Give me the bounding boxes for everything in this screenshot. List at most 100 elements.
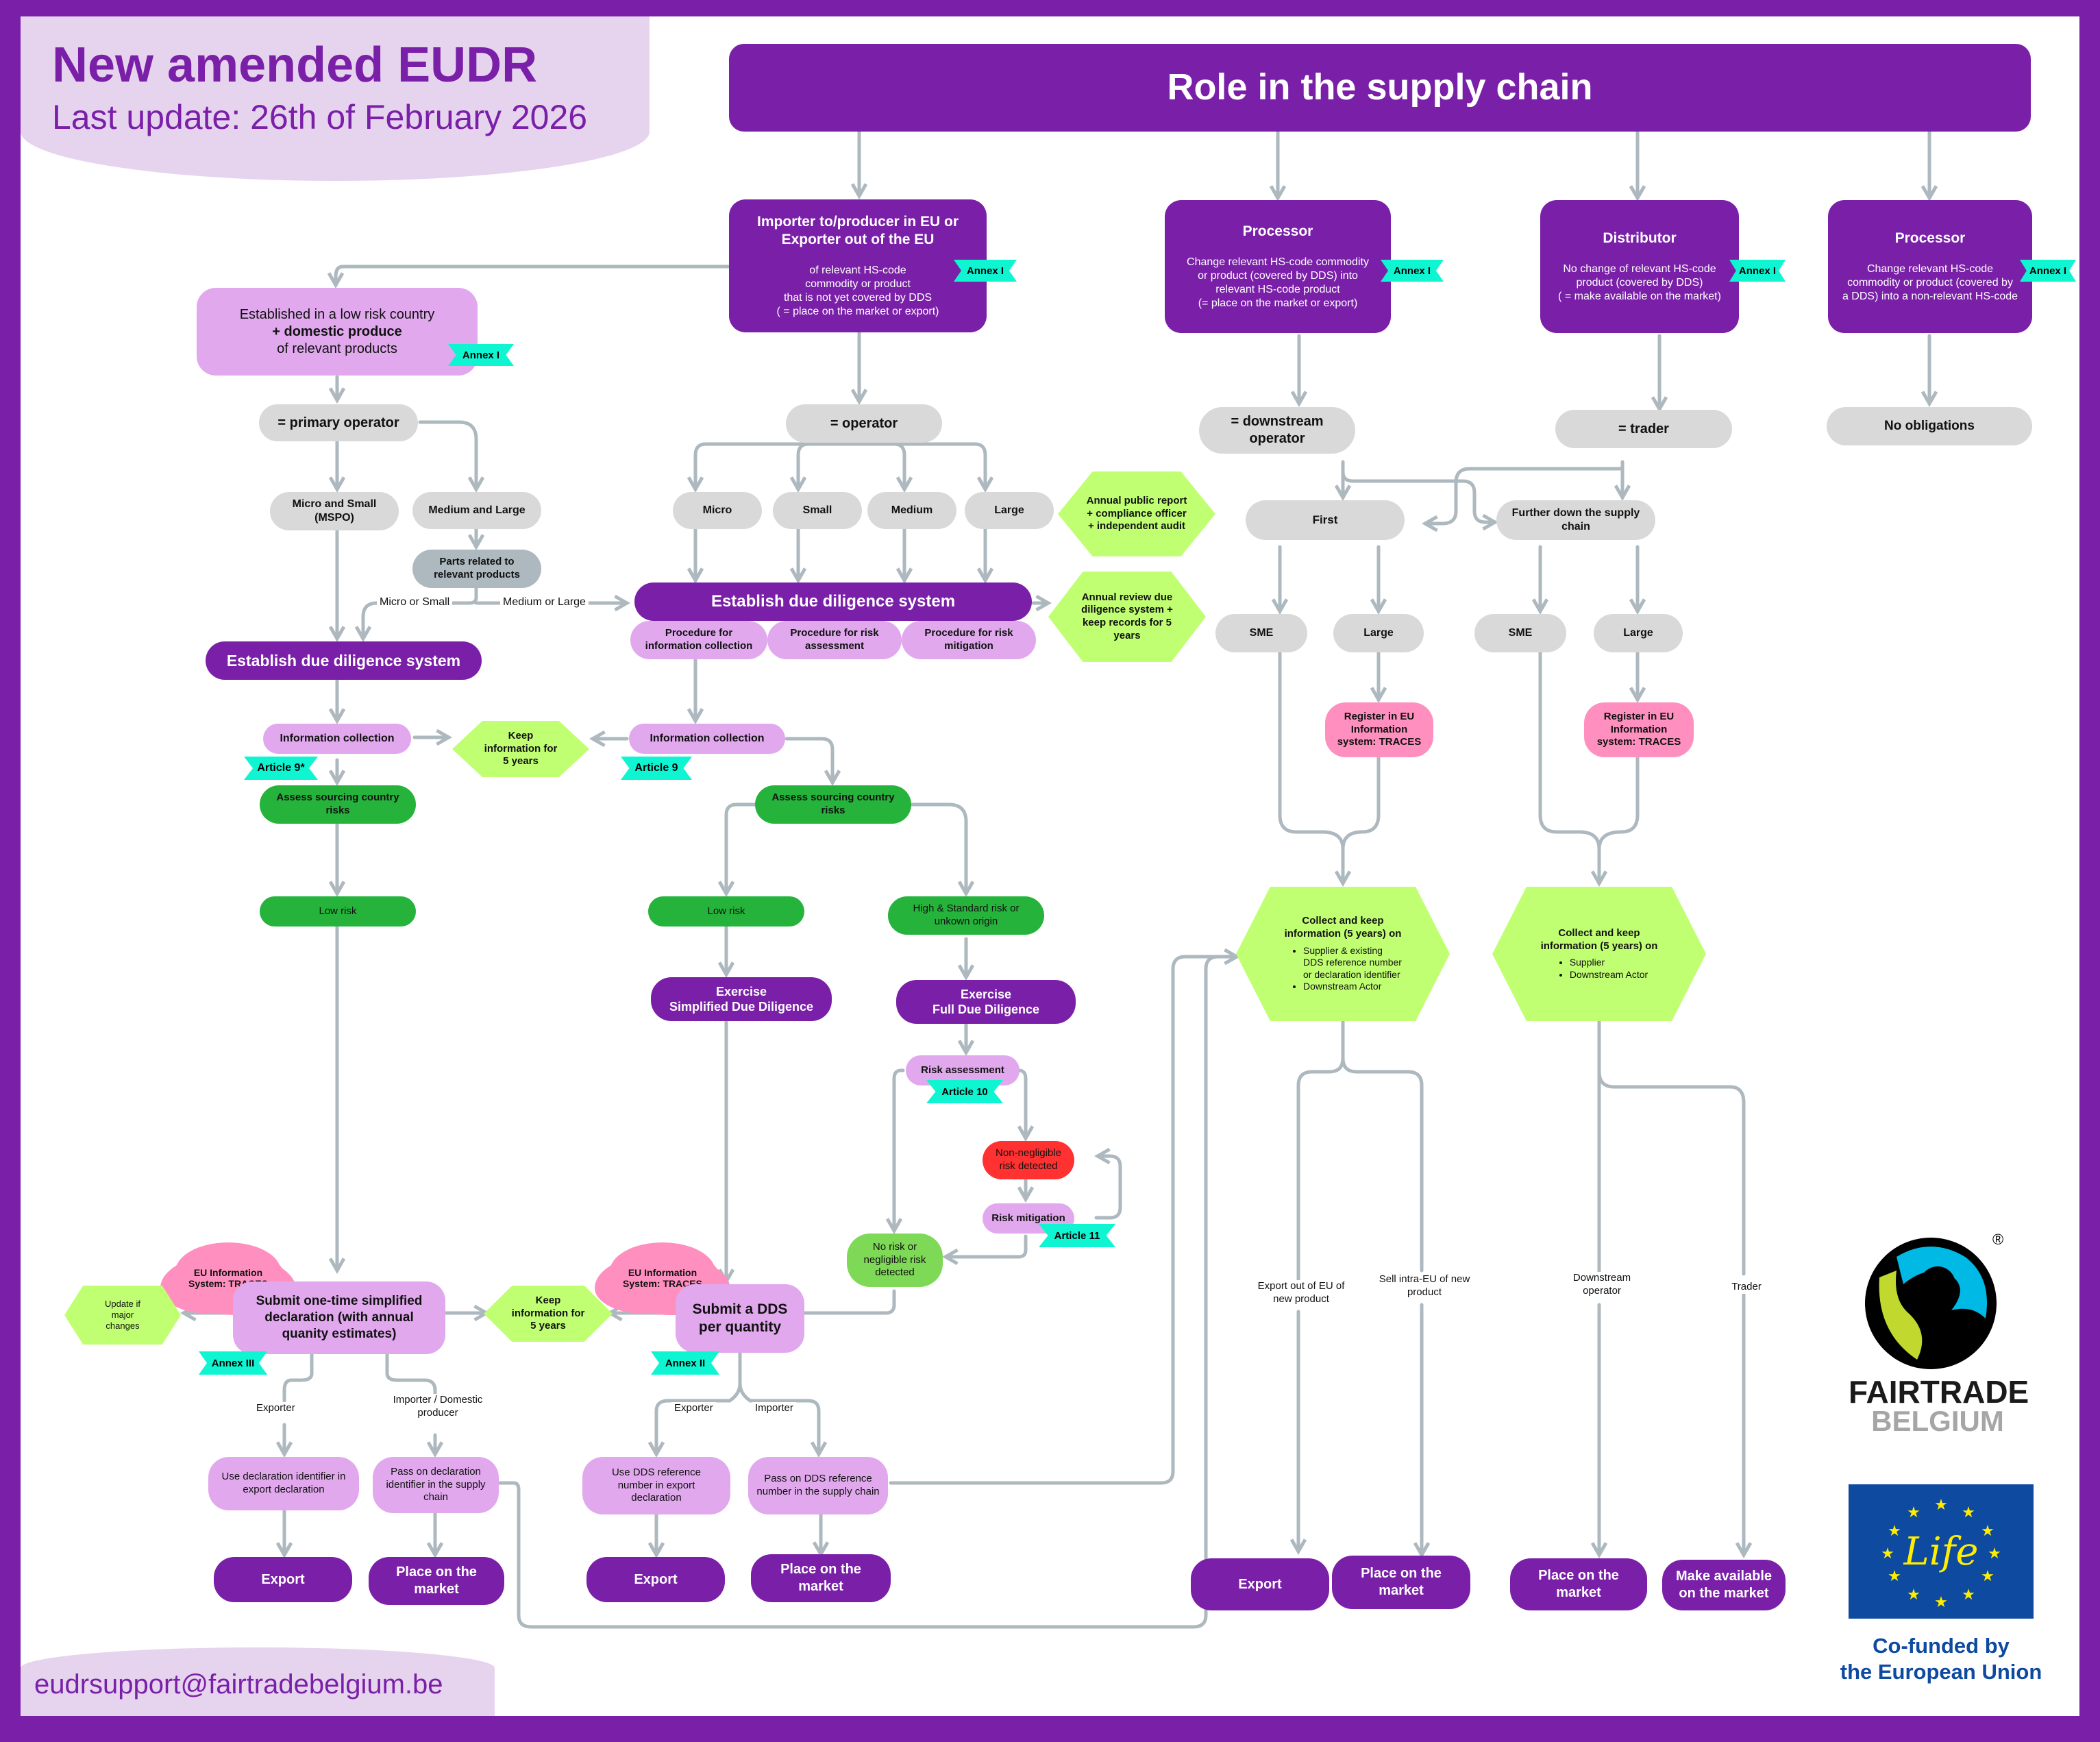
eu-life-flag: ★★★★★★ ★★★★★★ Life: [1849, 1484, 2034, 1619]
annex-tag: Annex I: [1381, 260, 1444, 282]
exercise-simplified-dd[interactable]: Exercise Simplified Due Diligence: [651, 977, 832, 1021]
procedure-risk-assessment[interactable]: Procedure for risk assessment: [767, 621, 902, 659]
svg-text:★: ★: [1934, 1594, 1948, 1610]
connector: [717, 802, 757, 898]
primary-operator[interactable]: = primary operator: [259, 404, 418, 441]
no-negligible-risk[interactable]: No risk or negligible risk detected: [847, 1234, 943, 1287]
assess-sourcing-primary[interactable]: Assess sourcing country risks: [260, 785, 416, 824]
role-processor[interactable]: Processor Change relevant HS-code commod…: [1165, 200, 1391, 333]
role-processor2-desc-1: Change relevant HS-code: [1866, 263, 1994, 275]
collect-item: Supplier & existing DDS reference number…: [1303, 945, 1402, 981]
article-tag: Article 10: [926, 1080, 1003, 1103]
connector: [1296, 1018, 1345, 1283]
svg-text:★: ★: [1934, 1497, 1948, 1514]
risk-mitigation[interactable]: Risk mitigation: [983, 1203, 1074, 1234]
role-processor2-desc-2: commodity or product (covered by: [1847, 277, 2013, 289]
make-available-on-market[interactable]: Make available on the market: [1662, 1560, 1786, 1610]
submit-dds[interactable]: Submit a DDS per quantity: [676, 1284, 804, 1353]
place-on-market-primary[interactable]: Place on the market: [369, 1557, 504, 1605]
role-importer-title-1: Importer to/producer in EU or: [756, 213, 959, 230]
large-first[interactable]: Large: [1333, 614, 1424, 652]
role-distributor[interactable]: Distributor No change of relevant HS-cod…: [1540, 200, 1739, 333]
connector: [1597, 1070, 1746, 1276]
role-importer-exporter[interactable]: Importer to/producer in EU or Exporter o…: [729, 199, 987, 332]
no-obligations[interactable]: No obligations: [1827, 407, 2032, 445]
procedure-risk-mitigation[interactable]: Procedure for risk mitigation: [902, 621, 1036, 659]
large-further[interactable]: Large: [1594, 614, 1683, 652]
export-operator[interactable]: Export: [586, 1557, 725, 1602]
connector: [889, 948, 1241, 1485]
connector: [1014, 1068, 1035, 1142]
pass-dds-reference[interactable]: Pass on DDS reference number in the supp…: [748, 1457, 888, 1514]
size-medium[interactable]: Medium: [867, 492, 956, 529]
established-line-2: + domestic produce: [272, 323, 402, 339]
role-importer-desc-3: that is not yet covered by DDS: [783, 292, 932, 304]
parts-related[interactable]: Parts related to relevant products: [412, 550, 541, 588]
collect-title: Collect and keep information (5 years) o…: [1540, 927, 1658, 952]
annex-tag: Annex I: [448, 344, 514, 366]
role-distributor-desc-1: No change of relevant HS-code: [1563, 263, 1716, 275]
connector: [1094, 1147, 1122, 1220]
export-downstream[interactable]: Export: [1191, 1558, 1329, 1610]
procedure-info-collection[interactable]: Procedure for information collection: [630, 621, 767, 659]
header-panel: [21, 16, 650, 181]
operator[interactable]: = operator: [786, 404, 942, 443]
size-small[interactable]: Small: [773, 492, 862, 529]
size-micro[interactable]: Micro: [673, 492, 762, 529]
established-low-risk[interactable]: Established in a low risk country + dome…: [197, 288, 478, 376]
further-down-supply-chain[interactable]: Further down the supply chain: [1496, 500, 1655, 540]
connector: [785, 737, 841, 787]
register-traces-first[interactable]: Register in EU Information system: TRACE…: [1325, 702, 1433, 757]
role-distributor-desc-2: product (covered by DDS): [1576, 277, 1703, 289]
svg-text:★: ★: [1888, 1523, 1901, 1540]
register-traces-further[interactable]: Register in EU Information system: TRACE…: [1584, 702, 1694, 757]
use-dds-reference[interactable]: Use DDS reference number in export decla…: [582, 1457, 730, 1514]
first[interactable]: First: [1246, 500, 1405, 540]
connector: [789, 442, 861, 493]
collect-keep-info-further: Collect and keep information (5 years) o…: [1492, 887, 1706, 1021]
place-on-market-operator[interactable]: Place on the market: [751, 1554, 891, 1602]
svg-text:★: ★: [1962, 1504, 1975, 1521]
update-if-major-changes: Update if major changes: [64, 1286, 181, 1345]
role-in-supply-chain-bar: Role in the supply chain: [729, 44, 2031, 132]
role-processor-non-relevant[interactable]: Processor Change relevant HS-code commod…: [1828, 200, 2032, 333]
place-on-market-trader[interactable]: Place on the market: [1510, 1558, 1647, 1610]
branch-sell-intra-eu: Sell intra-EU of new product: [1372, 1273, 1477, 1299]
branch-exporter: Exporter: [254, 1402, 298, 1415]
establish-dds-primary[interactable]: Establish due diligence system: [206, 641, 482, 680]
place-on-market-downstream[interactable]: Place on the market: [1332, 1556, 1470, 1609]
export-primary[interactable]: Export: [214, 1557, 352, 1602]
assess-sourcing-operator[interactable]: Assess sourcing country risks: [755, 785, 911, 824]
role-processor-desc-4: (= place on the market or export): [1198, 297, 1358, 310]
branch-importer-dds: Importer: [752, 1402, 796, 1415]
high-standard-risk[interactable]: High & Standard risk or unkown origin: [888, 896, 1044, 935]
non-negligible-risk[interactable]: Non-negligible risk detected: [983, 1141, 1074, 1179]
pass-declaration-identifier[interactable]: Pass on declaration identifier in the su…: [373, 1457, 499, 1513]
submit-simplified-declaration[interactable]: Submit one-time simplified declaration (…: [233, 1281, 445, 1354]
full-dd-line-2: Full Due Diligence: [932, 1003, 1040, 1016]
connector: [738, 1382, 828, 1458]
collect-item: Downstream Actor: [1303, 981, 1402, 993]
connector: [941, 1234, 1028, 1266]
info-collection-operator[interactable]: Information collection: [629, 724, 785, 754]
connector: [1278, 648, 1352, 887]
micro-and-small[interactable]: Micro and Small (MSPO): [270, 492, 399, 530]
size-large[interactable]: Large: [965, 492, 1054, 529]
info-collection-primary[interactable]: Information collection: [263, 724, 411, 754]
medium-and-large[interactable]: Medium and Large: [412, 492, 541, 529]
annex-tag: Annex I: [954, 260, 1017, 282]
article-tag: Article 9: [621, 757, 692, 780]
role-importer-desc-4: ( = place on the market or export): [776, 306, 939, 318]
role-processor-desc-1: Change relevant HS-code commodity: [1187, 256, 1369, 269]
low-risk-operator[interactable]: Low risk: [648, 896, 804, 927]
connector: [857, 442, 913, 493]
use-declaration-identifier[interactable]: Use declaration identifier in export dec…: [208, 1457, 359, 1510]
support-email-link[interactable]: eudrsupport@fairtradebelgium.be: [34, 1669, 443, 1700]
establish-dds-operator[interactable]: Establish due diligence system: [634, 582, 1032, 621]
trader[interactable]: = trader: [1555, 410, 1732, 448]
low-risk-primary[interactable]: Low risk: [260, 896, 416, 927]
sme-further[interactable]: SME: [1474, 614, 1566, 652]
downstream-operator[interactable]: = downstream operator: [1199, 407, 1355, 454]
exercise-full-dd[interactable]: Exercise Full Due Diligence: [896, 980, 1076, 1024]
sme-first[interactable]: SME: [1215, 614, 1307, 652]
